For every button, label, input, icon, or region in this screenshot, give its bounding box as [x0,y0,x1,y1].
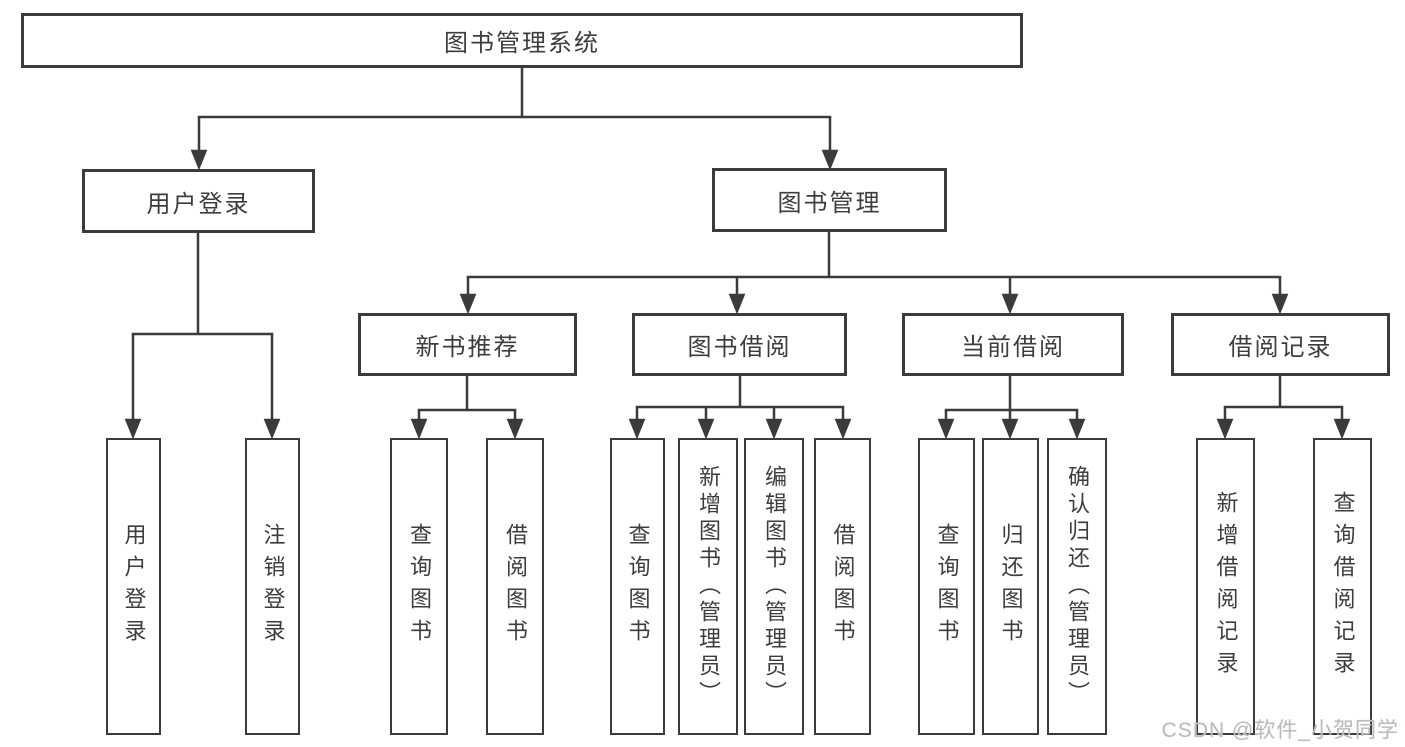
leaf-label: 新增借阅记录 [1213,490,1239,683]
leaf-add-borrow-record: 新增借阅记录 [1196,438,1255,735]
leaf-label: 新增图书（管理员） [696,465,721,708]
leaf-label: 借阅图书 [503,522,528,651]
leaf-query-books: 查询图书 [610,438,665,735]
node-label: 图书管理 [777,189,882,217]
leaf-add-books-admin: 新增图书（管理员） [678,438,738,735]
leaf-query-books: 查询图书 [390,438,448,735]
node-library-management-system: 图书管理系统 [21,13,1023,68]
node-user-login-branch: 用户登录 [82,169,315,233]
leaf-query-borrow-record: 查询借阅记录 [1313,438,1372,735]
node-label: 借阅记录 [1228,334,1333,361]
leaf-edit-books-admin: 编辑图书（管理员） [744,438,804,735]
node-borrowing-records: 借阅记录 [1171,313,1390,376]
leaf-label: 查询图书 [934,522,960,651]
node-label: 图书借阅 [687,334,792,361]
leaf-label: 编辑图书（管理员） [762,465,787,708]
leaf-label: 确认归还（管理员） [1065,465,1090,708]
node-book-borrowing: 图书借阅 [632,313,847,376]
node-label: 图书管理系统 [444,30,600,57]
leaf-label: 查询图书 [407,522,432,651]
node-label: 当前借阅 [961,334,1065,361]
leaf-label: 注销登录 [260,522,286,651]
leaf-borrow-books: 借阅图书 [486,438,544,735]
leaf-label: 归还图书 [998,522,1024,651]
leaf-label: 查询借阅记录 [1330,490,1356,683]
leaf-label: 用户登录 [121,522,147,651]
leaf-return-books: 归还图书 [982,438,1039,735]
leaf-logout: 注销登录 [245,438,300,735]
node-current-borrowing: 当前借阅 [902,313,1124,376]
leaf-user-login: 用户登录 [106,438,161,735]
leaf-confirm-return-admin: 确认归还（管理员） [1047,438,1107,735]
leaf-query-books: 查询图书 [918,438,975,735]
node-label: 用户登录 [146,190,251,218]
csdn-watermark: CSDN @软件_小贺同学 [1161,719,1399,742]
leaf-label: 查询图书 [625,522,651,651]
node-book-management-branch: 图书管理 [712,168,947,232]
node-label: 新书推荐 [415,334,520,361]
leaf-label: 借阅图书 [830,522,856,651]
node-new-book-recommend: 新书推荐 [358,313,577,376]
leaf-borrow-books: 借阅图书 [814,438,871,735]
